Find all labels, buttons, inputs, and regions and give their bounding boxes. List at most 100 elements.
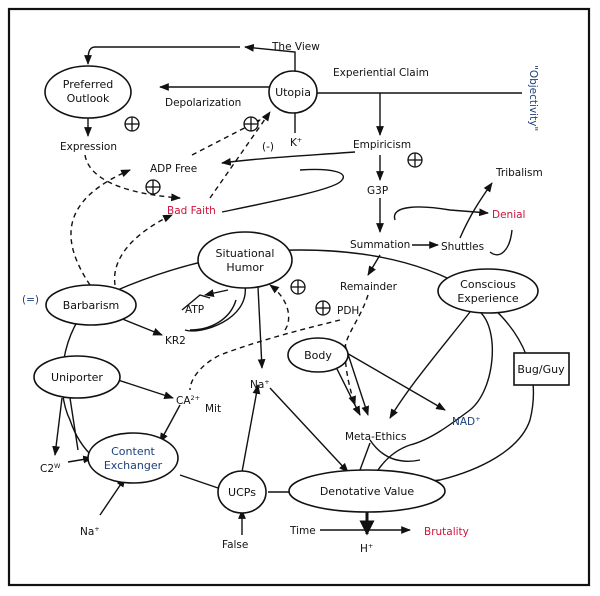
label-expression: Expression: [60, 141, 117, 153]
node-content-exchanger: [87, 432, 179, 484]
label-time: Time: [289, 525, 316, 537]
label-depolarization: Depolarization: [165, 97, 241, 109]
membrane-exchanger-ucps: [179, 474, 219, 489]
edge-metaethics-denotative: [359, 442, 371, 471]
node-situational-humor: [197, 231, 293, 289]
label-shuttles: Shuttles: [441, 241, 484, 253]
label-tribalism: Tribalism: [495, 167, 543, 179]
node-bug-guy: [513, 352, 570, 386]
label-c2w: C2W: [40, 462, 61, 475]
node-conscious-experience: [437, 268, 539, 314]
plus-circle-icon: [145, 179, 161, 195]
label-kr2: KR2: [165, 335, 186, 347]
label-atp: ATP: [185, 304, 204, 316]
label-bad-faith: Bad Faith: [167, 205, 216, 217]
label-remainder: Remainder: [340, 281, 398, 293]
edge-empiricism-adp: [221, 151, 356, 166]
label-bug-guy: Bug/Guy: [517, 363, 565, 376]
label-meta-ethics: Meta-Ethics: [345, 431, 406, 443]
label-nad: NAD+: [452, 415, 481, 428]
label-na-bottom: Na+: [80, 525, 100, 538]
label-uniporter: Uniporter: [51, 371, 103, 384]
label-ucps: UCPs: [228, 486, 256, 499]
label-content-exchanger-2: Exchanger: [104, 459, 163, 472]
node-body: [287, 337, 349, 373]
label-minus-marker: (-): [262, 141, 274, 153]
frame-border: [7, 7, 591, 587]
edge-uniporter-ca: [117, 379, 174, 399]
label-na-mid: Na+: [250, 378, 270, 391]
edge-remainder-metaethics-dashed: [344, 294, 369, 406]
edge-conscious-metaethics: [389, 311, 471, 419]
plus-circle-icon: [290, 279, 306, 295]
label-equals-marker: (=): [22, 294, 39, 306]
edge-shuttles-denial-curve: [489, 229, 513, 256]
edge-body-metaethics-2: [344, 344, 369, 416]
edge-utopia-view: [244, 43, 296, 72]
node-ucps: [217, 470, 267, 514]
label-situational-humor-1: Situational: [216, 247, 275, 260]
edge-humor-atp: [184, 284, 246, 332]
edge-kr2-humor: [189, 299, 237, 331]
edge-atp-path: [181, 294, 211, 311]
edge-dashed-humor: [269, 284, 290, 331]
label-the-view: The View: [271, 41, 320, 53]
label-pdh: PDH: [337, 305, 359, 317]
node-denotative-value: [288, 469, 446, 513]
node-barbarism: [45, 284, 137, 326]
label-content-exchanger-1: Content: [111, 445, 155, 458]
edge-badfaith-utopia-dashed: [209, 111, 271, 199]
edge-uniporter-down: [69, 397, 79, 451]
label-h-plus: H+: [360, 542, 373, 555]
edge-ucps-na: [241, 384, 261, 473]
edge-humor-atp-arrow: [204, 289, 229, 297]
plus-circle-icon: [124, 116, 140, 132]
edge-na-denotative: [269, 387, 349, 473]
edge-barbarism-kr2: [119, 317, 163, 336]
label-denotative-value: Denotative Value: [320, 485, 415, 498]
label-situational-humor-2: Humor: [226, 261, 264, 274]
label-brutality: Brutality: [424, 526, 469, 538]
edge-humor-na: [257, 286, 266, 369]
label-false: False: [222, 539, 248, 551]
edge-conscious-loop: [377, 311, 493, 471]
plus-circle-icon: [243, 116, 259, 132]
label-conscious-experience-2: Experience: [457, 292, 519, 305]
label-utopia: Utopia: [275, 86, 311, 99]
label-objectivity: "Objectivity": [527, 65, 539, 131]
edge-badfaith-loop: [221, 168, 344, 213]
label-mit: Mit: [205, 403, 221, 415]
label-preferred-outlook-2: Outlook: [67, 92, 110, 105]
label-conscious-experience-1: Conscious: [460, 278, 516, 291]
label-summation: Summation: [350, 239, 410, 251]
label-empiricism: Empiricism: [353, 139, 411, 151]
label-g3p: G3P: [367, 185, 388, 197]
label-ca2: CA2+: [176, 394, 200, 407]
node-preferred-outlook: [44, 65, 132, 119]
edge-uniporter-c2w: [52, 397, 63, 456]
label-body: Body: [304, 349, 332, 362]
edge-pdh-ca-dashed: [189, 319, 341, 391]
label-experiential-claim: Experiential Claim: [333, 67, 429, 79]
node-uniporter: [33, 355, 121, 399]
edge-shuttles-tribalism: [459, 182, 493, 239]
plus-circle-icon: [315, 300, 331, 316]
edge-expression-adp-dashed: [84, 154, 181, 202]
label-adp-free: ADP Free: [150, 163, 197, 175]
label-denial: Denial: [492, 209, 525, 221]
edge-metaethics-curve: [369, 439, 421, 462]
edge-summation-remainder: [367, 254, 381, 276]
label-k-plus: K+: [290, 136, 302, 149]
plus-circle-icon: [407, 152, 423, 168]
edge-barbarism-adp-dashed: [70, 169, 131, 286]
label-preferred-outlook-1: Preferred: [63, 78, 114, 91]
edge-na-exchanger: [99, 477, 126, 516]
edge-body-nad: [344, 351, 446, 411]
label-barbarism: Barbarism: [63, 299, 120, 312]
edge-view-outlook: [84, 46, 240, 65]
edge-ca-exchanger: [159, 404, 181, 443]
edge-barbarism-badfaith-dashed: [114, 214, 173, 286]
node-utopia: [268, 70, 318, 114]
